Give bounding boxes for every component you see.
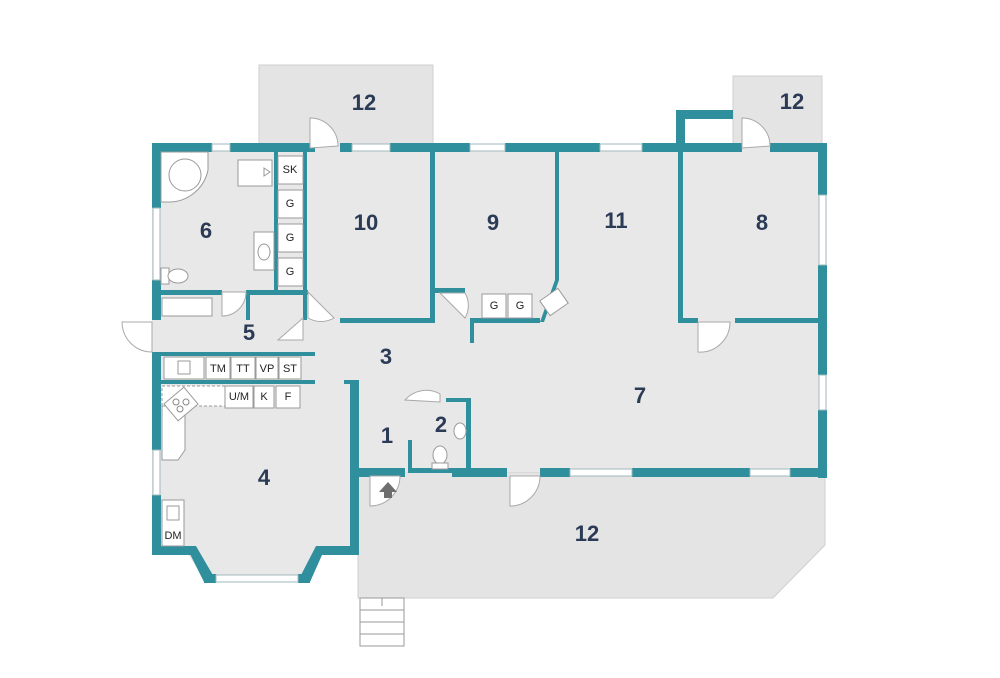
fixture-label-vp: VP — [260, 363, 275, 375]
room-label-3: 3 — [380, 344, 392, 369]
fixture-label-g: G — [516, 300, 525, 312]
room-label-10: 10 — [354, 210, 378, 235]
room-label-12-top: 12 — [352, 90, 376, 115]
fixture-label-um: U/M — [229, 391, 249, 403]
entrance-arrow-icon — [379, 482, 397, 498]
toilet-icon — [431, 445, 449, 470]
fixture-label-tt: TT — [236, 363, 250, 375]
room-label-6: 6 — [200, 218, 212, 243]
laundry-counter — [161, 297, 213, 317]
room-label-1: 1 — [381, 423, 393, 448]
fixture-label-g: G — [286, 198, 295, 210]
desk-icon — [539, 287, 569, 317]
interior-walls — [152, 150, 823, 473]
fixture-label-g: G — [286, 266, 295, 278]
toilet-icon — [160, 267, 189, 285]
utility-row: TM TT VP ST — [163, 356, 302, 380]
room-label-4: 4 — [258, 465, 271, 490]
storage-cabinets: SK G G G — [277, 155, 304, 287]
closet-9: G G — [481, 287, 569, 319]
stairs-icon — [359, 597, 405, 647]
windows — [152, 143, 827, 583]
fixture-label-f: F — [285, 391, 292, 403]
room-label-12-bottom: 12 — [575, 521, 599, 546]
fixture-label-g: G — [286, 232, 295, 244]
room-label-7: 7 — [634, 383, 646, 408]
shower-head-icon — [263, 167, 271, 177]
sink-icon — [253, 231, 275, 271]
room-labels: 1 2 3 4 5 6 7 8 9 10 11 12 12 12 — [200, 89, 804, 546]
bathtub-icon — [160, 151, 209, 203]
sink-icon — [453, 422, 467, 440]
room-label-11: 11 — [604, 208, 627, 233]
fixture-label-dm: DM — [164, 530, 181, 542]
fixture-label-st: ST — [283, 363, 297, 375]
room-label-8: 8 — [756, 210, 768, 235]
fixture-label-sk: SK — [283, 164, 298, 176]
terrace-top — [258, 64, 434, 149]
stove-icon — [163, 386, 199, 422]
room-label-2: 2 — [435, 412, 447, 437]
room-label-12-top-right: 12 — [780, 89, 804, 114]
fixture-label-tm: TM — [210, 363, 226, 375]
fixture-label-g: G — [490, 300, 499, 312]
room-label-5: 5 — [243, 320, 255, 345]
fixture-label-k: K — [260, 391, 268, 403]
dishwasher-area: DM — [161, 499, 185, 547]
outer-walls — [152, 110, 827, 583]
doors — [121, 117, 771, 507]
kitchen-counter: U/M K F — [161, 385, 301, 461]
room-label-9: 9 — [487, 210, 499, 235]
